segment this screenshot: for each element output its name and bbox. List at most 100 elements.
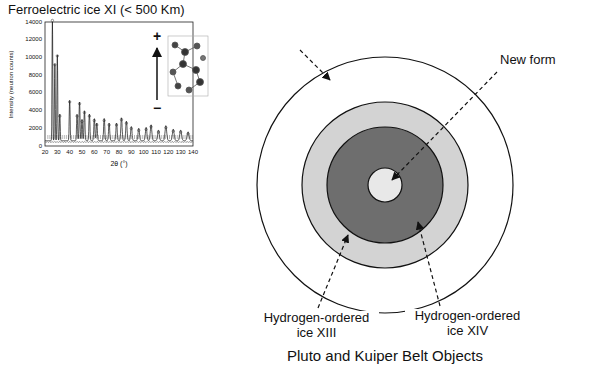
reflection-tick bbox=[112, 135, 113, 139]
data-point bbox=[115, 124, 117, 126]
reflection-tick bbox=[136, 135, 137, 139]
reflection-tick bbox=[183, 135, 184, 139]
reflection-tick bbox=[159, 135, 160, 139]
reflection-tick bbox=[173, 135, 174, 139]
data-point bbox=[68, 101, 70, 103]
reflection-tick bbox=[90, 135, 91, 139]
reflection-tick bbox=[150, 135, 151, 139]
layer-label: Hydrogen-ordered ice XIII bbox=[254, 311, 379, 341]
data-point bbox=[172, 130, 174, 132]
data-point bbox=[138, 129, 140, 131]
diffraction-pattern bbox=[45, 19, 193, 143]
tick-label: 6000 bbox=[29, 89, 42, 96]
tick-label: 70 bbox=[103, 149, 110, 156]
section-title: Ferroelectric ice XI (< 500 Km) bbox=[8, 3, 185, 18]
tick-label: 140 bbox=[188, 149, 198, 156]
reflection-tick bbox=[68, 135, 69, 139]
data-point bbox=[93, 119, 95, 121]
polarization-arrow bbox=[156, 48, 158, 100]
tick-label: 30 bbox=[54, 149, 61, 156]
reflection-tick bbox=[77, 135, 78, 139]
reflection-tick bbox=[79, 135, 80, 139]
data-point bbox=[150, 126, 152, 128]
reflection-tick bbox=[73, 135, 74, 139]
data-point bbox=[96, 124, 98, 126]
reflection-tick bbox=[116, 135, 117, 139]
data-point bbox=[56, 55, 58, 57]
reflection-tick bbox=[60, 135, 61, 139]
core bbox=[368, 168, 402, 202]
reflection-tick bbox=[169, 135, 170, 139]
data-point bbox=[179, 131, 181, 133]
leader-arrow bbox=[418, 222, 440, 306]
reflection-tick bbox=[104, 135, 105, 139]
reflection-tick bbox=[100, 135, 101, 139]
reflection-tick bbox=[155, 135, 156, 139]
reflection-tick bbox=[56, 135, 57, 139]
reflection-tick bbox=[163, 135, 164, 139]
data-point bbox=[125, 122, 127, 124]
reflection-tick bbox=[179, 135, 180, 139]
data-point bbox=[120, 118, 122, 120]
reflection-tick bbox=[175, 135, 176, 139]
data-point bbox=[76, 115, 78, 117]
reflection-tick bbox=[181, 135, 182, 139]
data-point bbox=[103, 119, 105, 121]
axis-title: Intensity (neutron counts) bbox=[9, 50, 16, 118]
difference-line bbox=[45, 141, 193, 143]
reflection-tick bbox=[125, 135, 126, 139]
reflection-tick bbox=[188, 135, 189, 139]
reflection-tick bbox=[153, 135, 154, 139]
reflection-tick bbox=[94, 135, 95, 139]
leader-arrow bbox=[392, 72, 497, 180]
reflection-tick bbox=[49, 135, 50, 139]
reflection-tick bbox=[144, 135, 145, 139]
reflection-tick bbox=[110, 135, 111, 139]
tick-label: 14000 bbox=[25, 19, 42, 26]
tick-label: 80 bbox=[116, 149, 123, 156]
reflection-tick bbox=[190, 135, 191, 139]
reflection-tick bbox=[66, 135, 67, 139]
reflection-tick bbox=[54, 135, 55, 139]
reflection-tick bbox=[118, 135, 119, 139]
data-point bbox=[130, 127, 132, 129]
data-point bbox=[157, 131, 159, 133]
data-point bbox=[83, 111, 85, 113]
layer-label: New form bbox=[500, 53, 556, 68]
reflection-tick bbox=[138, 135, 139, 139]
reflection-tick bbox=[167, 135, 168, 139]
leader-arrow bbox=[318, 235, 348, 308]
reflection-tick bbox=[140, 135, 141, 139]
reflection-tick bbox=[148, 135, 149, 139]
reflection-tick bbox=[47, 135, 48, 139]
tick-label: 2000 bbox=[29, 125, 42, 132]
tick-label: 100 bbox=[139, 149, 149, 156]
reflection-tick bbox=[98, 135, 99, 139]
data-point bbox=[187, 133, 189, 135]
data-point bbox=[145, 128, 147, 130]
reflection-tick bbox=[75, 135, 76, 139]
reflection-tick bbox=[177, 135, 178, 139]
ice-xiv-layer bbox=[327, 127, 443, 243]
reflection-tick bbox=[62, 135, 63, 139]
data-point bbox=[51, 19, 53, 21]
caption: Pluto and Kuiper Belt Objects bbox=[287, 347, 483, 364]
outer-layer bbox=[257, 57, 513, 313]
polarity-sign: − bbox=[153, 100, 161, 116]
tick-label: 90 bbox=[128, 149, 135, 156]
reflection-tick bbox=[121, 135, 122, 139]
reflection-tick bbox=[157, 135, 158, 139]
reflection-tick bbox=[64, 135, 65, 139]
data-point bbox=[88, 115, 90, 117]
tick-label: 0 bbox=[39, 143, 42, 150]
tick-label: 110 bbox=[151, 149, 161, 156]
reflection-tick bbox=[83, 135, 84, 139]
leader-arrow bbox=[300, 50, 330, 80]
reflection-tick bbox=[58, 135, 59, 139]
reflection-tick bbox=[142, 135, 143, 139]
reflection-tick bbox=[92, 135, 93, 139]
reflection-tick bbox=[102, 135, 103, 139]
reflection-tick bbox=[131, 135, 132, 139]
reflection-tick bbox=[86, 135, 87, 139]
